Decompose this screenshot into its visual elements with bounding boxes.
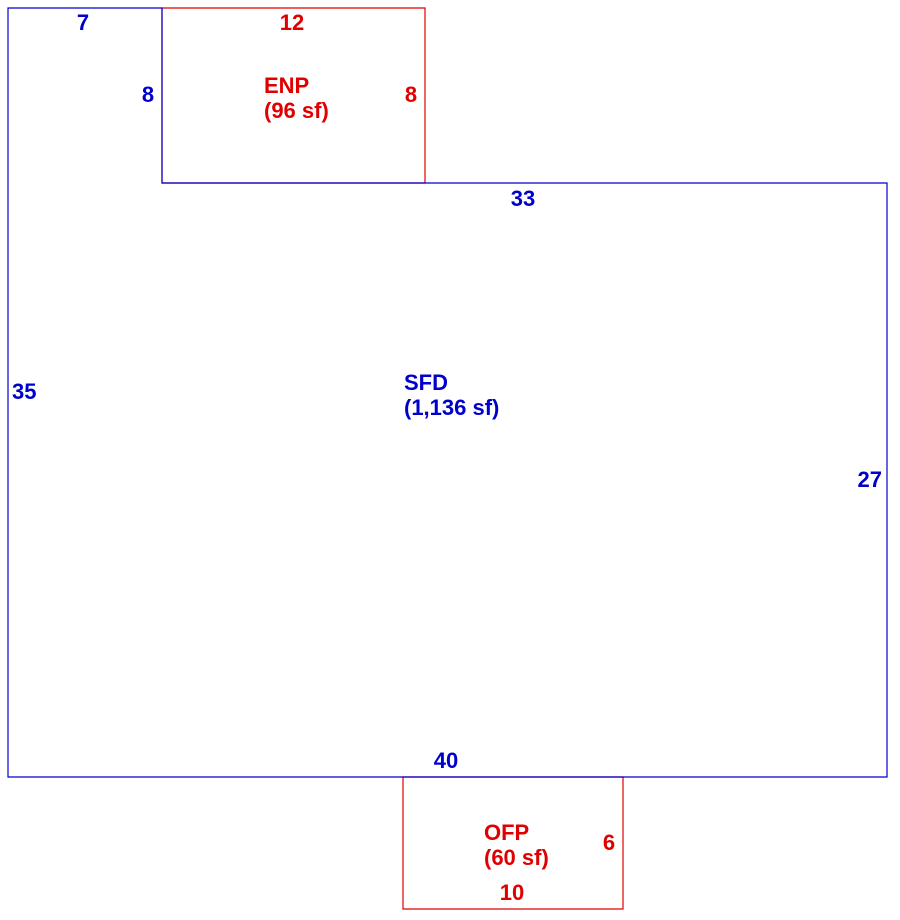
dim-enp-right: 8 [405,82,417,107]
sfd-area-label: (1,136 sf) [404,395,499,420]
enp-area-label: (96 sf) [264,98,329,123]
sfd-outline [7,7,888,778]
dim-sfd-right: 27 [858,467,882,492]
ofp-area-label: (60 sf) [484,845,549,870]
sfd-code-label: SFD [404,370,448,395]
dim-sfd-notch-side: 8 [142,82,154,107]
enp-code-label: ENP [264,73,309,98]
dim-ofp-bottom: 10 [500,880,524,905]
dim-enp-top: 12 [280,10,304,35]
dim-ofp-right: 6 [603,830,615,855]
dim-sfd-top-left: 7 [77,10,89,35]
dim-sfd-bottom: 40 [434,748,458,773]
dim-sfd-left: 35 [12,379,36,404]
dim-sfd-top-right: 33 [511,186,535,211]
ofp-code-label: OFP [484,820,529,845]
